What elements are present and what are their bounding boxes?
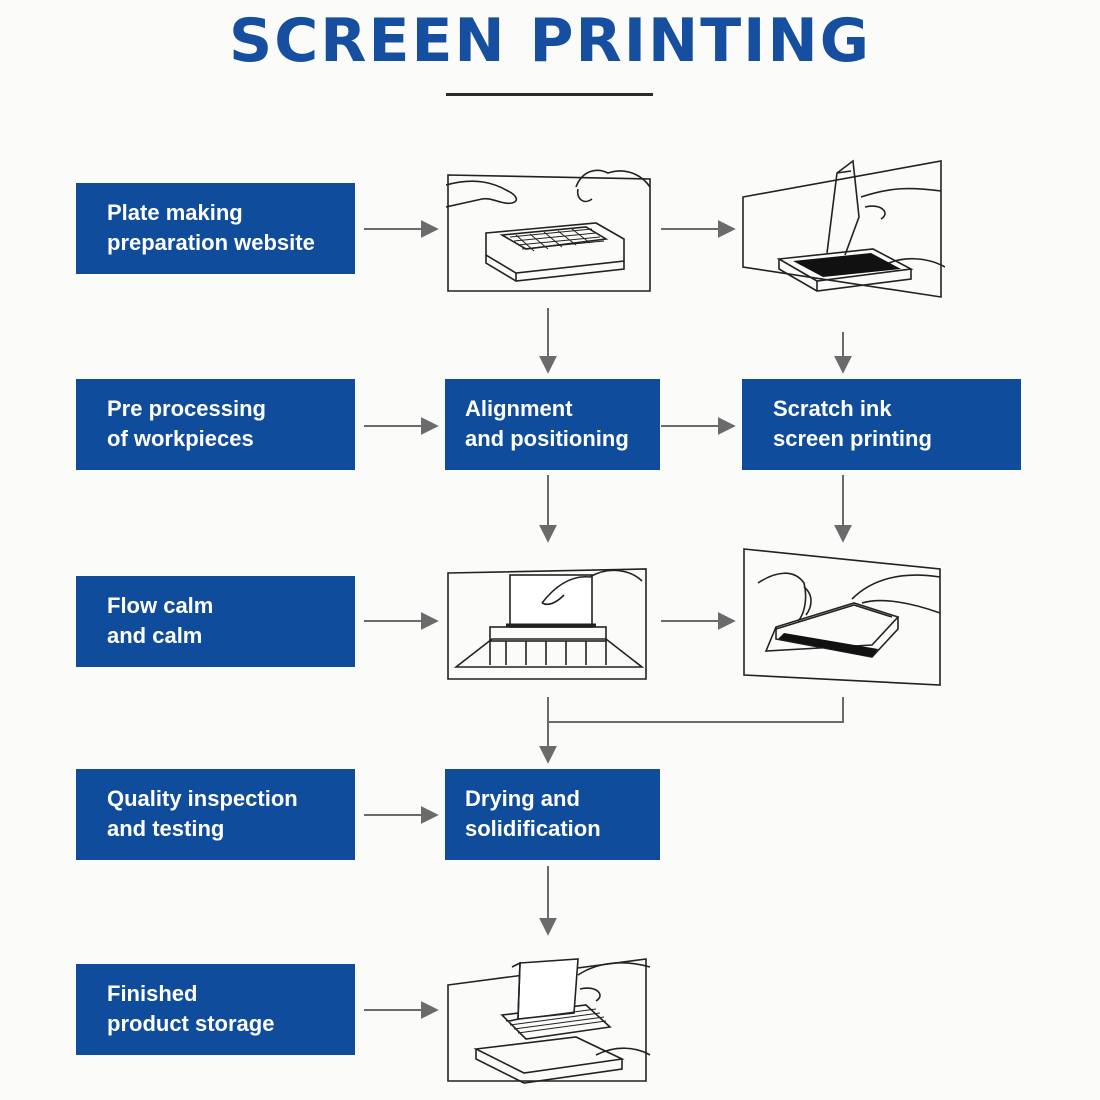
step-plate-making: Plate making preparation website bbox=[76, 183, 355, 274]
finished-storage-illustration bbox=[447, 958, 651, 1084]
plate-making-illustration bbox=[446, 169, 651, 292]
step-alignment: Alignment and positioning bbox=[445, 379, 660, 470]
step-finished: Finished product storage bbox=[76, 964, 355, 1055]
step-drying: Drying and solidification bbox=[445, 769, 660, 860]
step-quality: Quality inspection and testing bbox=[76, 769, 355, 860]
step-scratch-ink: Scratch ink screen printing bbox=[742, 379, 1021, 470]
peeling-print-illustration bbox=[743, 548, 941, 686]
title-underline bbox=[446, 93, 653, 96]
flow-calm-illustration bbox=[447, 568, 647, 680]
step-pre-processing: Pre processing of workpieces bbox=[76, 379, 355, 470]
arrow-merge-join bbox=[547, 697, 844, 723]
screen-ink-illustration bbox=[742, 159, 945, 298]
page-title: SCREEN PRINTING bbox=[229, 6, 871, 76]
step-flow-calm: Flow calm and calm bbox=[76, 576, 355, 667]
